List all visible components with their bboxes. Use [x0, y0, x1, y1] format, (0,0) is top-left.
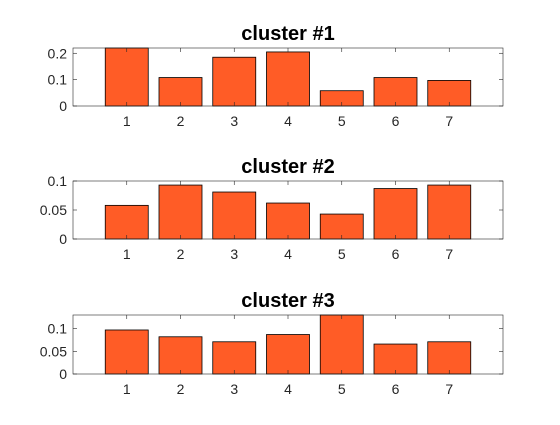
- bar: [427, 341, 472, 375]
- subplot-title: cluster #3: [241, 290, 334, 312]
- x-tick-label: 6: [392, 246, 400, 262]
- x-tick-label: 6: [392, 113, 400, 129]
- y-tick-label: 0.1: [48, 173, 68, 189]
- bar: [427, 184, 472, 240]
- y-tick-label: 0.1: [48, 72, 68, 88]
- bar: [373, 188, 418, 240]
- x-tick-label: 1: [123, 113, 131, 129]
- x-tick-label: 5: [338, 246, 346, 262]
- x-tick-label: 4: [284, 381, 292, 397]
- x-tick-label: 6: [392, 381, 400, 397]
- bar: [104, 329, 149, 375]
- x-tick-label: 5: [338, 381, 346, 397]
- bar: [158, 77, 203, 107]
- x-tick-label: 2: [177, 381, 185, 397]
- bar: [266, 51, 310, 107]
- y-tick-label: 0: [59, 231, 67, 247]
- bar: [158, 184, 203, 240]
- y-tick-label: 0.1: [48, 321, 68, 337]
- subplot-3: 0 0.05 0.1 1 2 3 4 5 6 7 cluster #3: [40, 290, 504, 397]
- y-tick-label: 0: [59, 98, 67, 114]
- x-tick-label: 4: [284, 113, 292, 129]
- x-tick-label: 3: [230, 246, 238, 262]
- bar: [373, 77, 418, 107]
- x-tick-label: 7: [445, 113, 453, 129]
- y-tick-label: 0.05: [40, 202, 67, 218]
- bar: [158, 336, 203, 375]
- x-tick-label: 4: [284, 246, 292, 262]
- bar: [212, 56, 257, 107]
- bar: [104, 204, 149, 240]
- x-tick-label: 7: [445, 246, 453, 262]
- subplot-1: 0 0.1 0.2 1 2 3 4 5 6 7 cluster #1: [48, 23, 504, 129]
- x-tick-label: 2: [177, 113, 185, 129]
- y-tick-label: 0: [59, 366, 67, 382]
- bar: [266, 334, 310, 375]
- subplot-title: cluster #2: [241, 156, 334, 178]
- subplot-title: cluster #1: [241, 23, 334, 45]
- x-tick-label: 3: [230, 113, 238, 129]
- bar: [212, 191, 257, 240]
- x-tick-label: 3: [230, 381, 238, 397]
- bar: [373, 343, 418, 375]
- bar: [104, 47, 149, 107]
- y-tick-label: 0.05: [40, 343, 67, 359]
- x-tick-label: 1: [123, 381, 131, 397]
- bar: [266, 202, 310, 240]
- bar: [212, 341, 257, 375]
- bar: [319, 314, 364, 375]
- x-tick-label: 2: [177, 246, 185, 262]
- x-tick-label: 5: [338, 113, 346, 129]
- x-tick-label: 1: [123, 246, 131, 262]
- y-tick-label: 0.2: [48, 45, 68, 61]
- subplot-2: 0 0.05 0.1 1 2 3 4 5 6 7 cluster #2: [40, 156, 504, 262]
- x-tick-label: 7: [445, 381, 453, 397]
